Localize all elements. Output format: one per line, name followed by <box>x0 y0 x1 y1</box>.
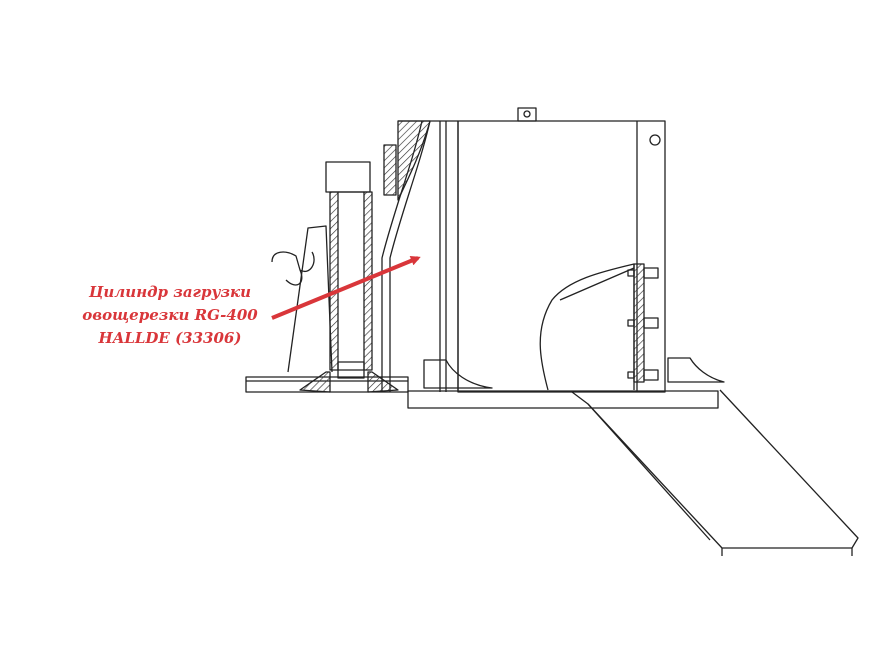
right-bracket <box>633 263 645 383</box>
callout-arrow <box>271 256 421 320</box>
bolt-column <box>627 267 659 381</box>
housing-hole <box>649 134 661 146</box>
callout-line-1: Цилиндр загрузки <box>88 283 252 301</box>
loading-cylinder <box>299 161 399 393</box>
chute <box>571 389 859 549</box>
handle <box>271 251 315 286</box>
foot-right <box>667 357 725 383</box>
spring-housing <box>383 144 397 196</box>
callout-line-3: HALLDE (33306) <box>98 329 242 347</box>
wall-block <box>397 120 431 201</box>
lever-arm <box>287 225 333 373</box>
broken-section <box>539 263 635 391</box>
foot-left <box>423 359 493 389</box>
housing-curve <box>389 120 431 392</box>
callout-line-2: овощерезки RG-400 <box>82 306 258 324</box>
bottom-plate <box>407 390 719 409</box>
callout-label: Цилиндр загрузки овощерезки RG-400 HALLD… <box>70 281 270 350</box>
top-lug <box>517 107 537 122</box>
